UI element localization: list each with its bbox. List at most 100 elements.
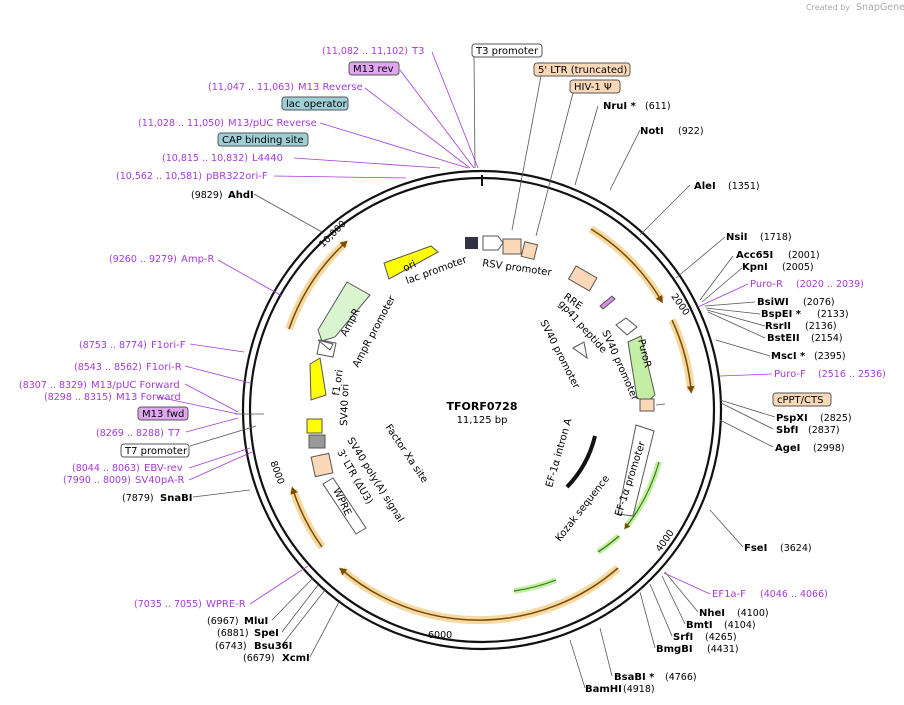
ef1a-intron-label: EF-1α intron A — [544, 417, 574, 489]
plasmid-name: TFORF0728 — [447, 400, 518, 413]
primer-name: Puro-R — [750, 279, 783, 290]
ltr5-glyph — [502, 238, 522, 255]
f1-ori-label: f1 ori — [331, 369, 346, 396]
enzyme-pos: (2395) — [814, 351, 846, 362]
enzyme-name: SbfI — [776, 425, 798, 436]
sv40-promoter2-glyph — [572, 341, 588, 360]
sv40-polya-glyph — [308, 434, 326, 449]
rsv-promoter-label: RSV promoter — [482, 258, 553, 279]
primer-name: L4440 — [252, 153, 283, 164]
primer-name: M13 Forward — [116, 392, 181, 403]
primer-range: (8044 .. 8063) — [72, 463, 140, 474]
primer-name: Amp-R — [181, 254, 215, 265]
enzyme-pos: (1718) — [760, 232, 792, 243]
enzyme-pos: (2837) — [808, 425, 840, 436]
enzyme-name: RsrII — [765, 321, 791, 332]
enzyme-name: BmgBI — [656, 644, 693, 655]
enzyme-name: BamHI — [585, 684, 622, 695]
enzyme-name: NruI * — [603, 101, 637, 112]
wpre-label: WPRE — [330, 486, 353, 517]
enzyme-name: SnaBI — [160, 493, 192, 504]
boxed-labels: T3 promoter 5' LTR (truncated) HIV-1 Ψ M… — [120, 43, 832, 458]
enzyme-name: BspEI * — [761, 309, 802, 320]
primer-range: (8307 .. 8329) — [19, 380, 87, 391]
primer-range: (7990 .. 8009) — [63, 475, 131, 486]
factor-xa-label: Factor Xa site — [383, 423, 430, 486]
enzyme-pos: (4918) — [623, 684, 655, 695]
enzyme-name: AgeI — [775, 443, 800, 454]
enzyme-name: AleI — [694, 181, 716, 192]
enzyme-name: BsiWI — [757, 297, 789, 308]
primer-name: SV40pA-R — [135, 475, 184, 486]
primer-name: pBR322ori-F — [206, 171, 268, 182]
primer-name: F1ori-R — [146, 362, 182, 373]
primer-name: M13 Reverse — [298, 82, 363, 93]
sv40-promoter-label-2: SV40 promoter — [537, 318, 581, 391]
cppt-glyph — [639, 398, 655, 412]
enzyme-pos: (2133) — [817, 309, 849, 320]
enzyme-pos: (6967) — [207, 616, 239, 627]
ori-arrow — [383, 245, 439, 280]
sv40-promoter-glyph — [615, 317, 638, 336]
ampr-glyph — [317, 281, 371, 342]
enzyme-name: BstEII — [767, 333, 800, 344]
tick-label: 8000 — [267, 459, 286, 485]
t3-promoter-box: T3 promoter — [475, 46, 539, 57]
primer-range: (11,028 .. 11,050) — [138, 118, 224, 129]
enzyme-pos: (4100) — [737, 608, 769, 619]
enzyme-name: PspXI — [776, 413, 808, 424]
hiv-psi-box: HIV-1 Ψ — [574, 82, 612, 93]
rsv-promoter-glyph — [482, 235, 504, 251]
enzyme-name: BmtI — [686, 620, 713, 631]
enzyme-pos: (4766) — [665, 672, 697, 683]
primer-range: (10,562 .. 10,581) — [116, 171, 202, 182]
enzyme-pos: (2154) — [811, 333, 843, 344]
enzyme-pos: (922) — [678, 126, 704, 137]
enzyme-pos: (2998) — [813, 443, 845, 454]
m13-fwd-box: M13 fwd — [142, 409, 184, 420]
primer-name: T7 — [167, 428, 180, 439]
primer-range: (8543 .. 8562) — [74, 362, 142, 373]
enzyme-pos: (9829) — [191, 190, 223, 201]
enzyme-name: Acc65I — [736, 250, 773, 261]
enzyme-labels: NruI * (611) NotI (922) AleI (1351) NsiI… — [122, 101, 852, 695]
enzyme-name: SpeI — [254, 628, 279, 639]
primer-leaders — [157, 51, 773, 605]
ef1a-promoter-glyph — [617, 424, 655, 517]
enzyme-pos: (2136) — [805, 321, 837, 332]
enzyme-pos: (2001) — [788, 250, 820, 261]
sv40-ori-label: SV40 ori — [339, 384, 351, 426]
plasmid-size: 11,125 bp — [457, 415, 508, 426]
backbone-outer — [241, 169, 723, 651]
cap-binding-box: CAP binding site — [222, 135, 304, 146]
primer-range: (7035 .. 7055) — [134, 599, 202, 610]
enzyme-name: SrfI — [673, 632, 693, 643]
primer-name: WPRE-R — [206, 599, 246, 610]
sv40-ori-glyph — [306, 418, 323, 434]
kozak-label: Kozak sequence — [554, 473, 612, 543]
psi-glyph — [520, 241, 539, 261]
enzyme-name: MscI * — [771, 351, 806, 362]
ef1a-arcs — [513, 461, 662, 594]
lac-operator-box: lac operator — [286, 99, 347, 110]
primer-range: (8298 .. 8315) — [44, 392, 112, 403]
enzyme-name: XcmI — [282, 653, 310, 664]
ori-label: ori — [402, 259, 418, 274]
enzyme-name: BsaBI * — [614, 672, 655, 683]
lac-operator-glyph — [465, 237, 478, 249]
enzyme-pos: (2076) — [803, 297, 835, 308]
credit-brand: SnapGene — [856, 2, 904, 13]
primer-name: Puro-F — [774, 369, 806, 380]
orf-arcs — [285, 225, 695, 625]
credit-text: Created by — [806, 3, 850, 12]
primer-range: (2516 .. 2536) — [818, 369, 886, 380]
f1-ori-glyph — [309, 357, 327, 401]
tick-label: 6000 — [428, 630, 452, 641]
primer-range: (4046 .. 4066) — [760, 589, 828, 600]
wpre-glyph — [322, 477, 367, 535]
enzyme-name: NheI — [699, 608, 725, 619]
primer-range: (9260 .. 9279) — [109, 254, 177, 265]
primer-name: M13/pUC Reverse — [228, 118, 317, 129]
enzyme-name: KpnI — [742, 262, 768, 273]
